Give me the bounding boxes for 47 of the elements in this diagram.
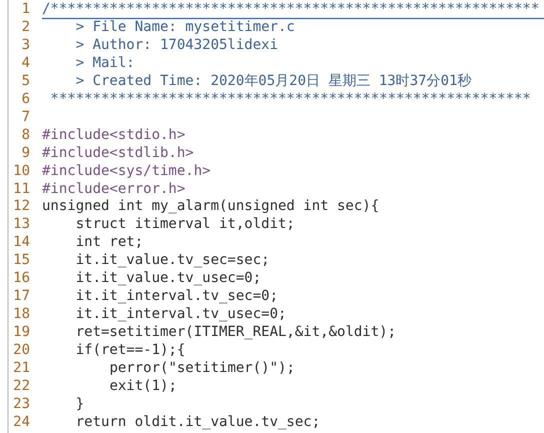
- line-number: 18: [12, 306, 30, 324]
- line-number: 3: [20, 36, 30, 54]
- code-comment: > Author: 17043205lidexi: [76, 36, 278, 54]
- include-directive: #include<stdlib.h>: [42, 144, 194, 162]
- line-number: 4: [20, 54, 30, 72]
- include-directive: #include<stdio.h>: [42, 126, 186, 144]
- code-line: it.it_interval.tv_sec=0;: [76, 288, 278, 306]
- code-line: it.it_value.tv_usec=0;: [76, 270, 262, 288]
- line-number: 1: [20, 1, 30, 18]
- line-number: 11: [12, 180, 30, 198]
- line-number: 14: [12, 234, 30, 252]
- code-line: ret=setitimer(ITIMER_REAL,&it,&oldit);: [76, 324, 396, 342]
- line-number: 5: [20, 72, 30, 90]
- line-number: 9: [20, 144, 30, 162]
- line-number: 17: [12, 288, 30, 306]
- code-comment: > File Name: mysetitimer.c: [76, 18, 295, 36]
- line-number: 24: [12, 414, 30, 431]
- line-number: 19: [12, 324, 30, 342]
- code-line: perror("setitimer()");: [109, 360, 295, 377]
- code-line: }: [76, 396, 84, 413]
- code-line: int ret;: [76, 234, 144, 252]
- code-line: if(ret==-1);{: [76, 342, 186, 360]
- line-number: 21: [12, 360, 30, 377]
- include-directive: #include<error.h>: [42, 180, 186, 198]
- code-line: it.it_value.tv_sec=sec;: [76, 252, 270, 270]
- line-number: 12: [12, 198, 30, 216]
- line-number: 2: [20, 18, 30, 36]
- line-number: 6: [20, 90, 30, 108]
- line-number: 23: [12, 396, 30, 413]
- line-number: 7: [20, 108, 30, 126]
- line-number: 22: [12, 378, 30, 395]
- code-comment: *********************************************************: [50, 90, 531, 108]
- code-line: it.it_interval.tv_usec=0;: [76, 306, 286, 324]
- code-line: struct itimerval it,oldit;: [76, 216, 295, 234]
- line-number: 10: [12, 162, 30, 180]
- code-line: unsigned int my_alarm(unsigned int sec){: [42, 198, 380, 216]
- line-number: 20: [12, 342, 30, 360]
- code-line: return oldit.it_value.tv_sec;: [76, 414, 320, 431]
- code-line: exit(1);: [109, 378, 177, 395]
- line-number: 8: [20, 126, 30, 144]
- line-number: 15: [12, 252, 30, 270]
- code-comment: > Created Time: 2020年05月20日 星期三 13时37分01秒: [76, 72, 472, 90]
- code-comment: /**********************************************************: [42, 1, 540, 18]
- line-number: 16: [12, 270, 30, 288]
- line-number: 13: [12, 216, 30, 234]
- code-comment: > Mail:: [76, 54, 135, 72]
- include-directive: #include<sys/time.h>: [42, 162, 211, 180]
